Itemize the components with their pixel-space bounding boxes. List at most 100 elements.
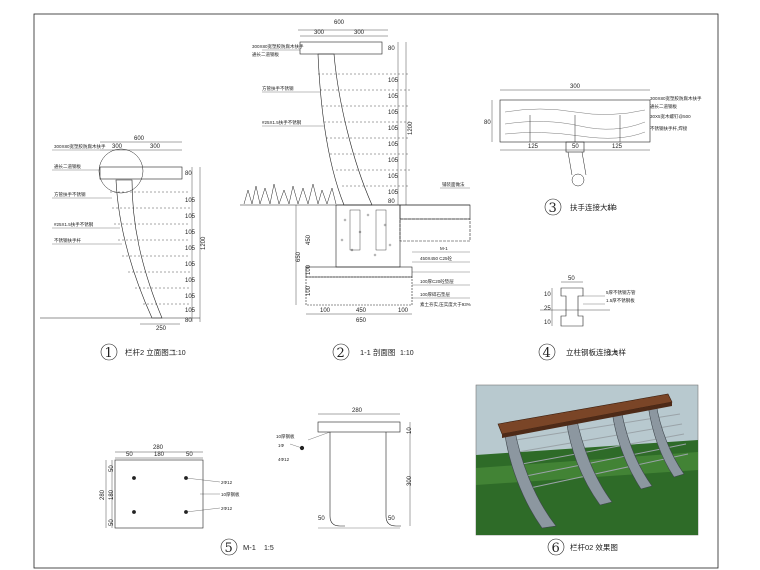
v2-right-dims: 80 105 105 105 105 105 105 105 105 80 12…	[388, 46, 414, 205]
view-title-5: 5 M-1 1:5	[220, 538, 274, 556]
v2-label-5: M-1	[440, 246, 448, 251]
svg-text:105: 105	[185, 246, 196, 252]
v1-label-4: 不锈钢扶手杆	[54, 237, 81, 244]
post-cap	[565, 141, 585, 153]
anchor-bar-right	[385, 432, 401, 527]
anchor-elevation	[289, 413, 411, 529]
svg-text:450: 450	[306, 234, 312, 245]
v3-dim-b2: 125	[612, 144, 623, 150]
v1-dim-half-left: 300	[112, 144, 123, 150]
v5-label-0: 2Φ12	[221, 480, 233, 485]
anchor-dim-r0: 10	[407, 427, 413, 434]
svg-text:3: 3	[549, 201, 557, 216]
v2-dim-height: 1200	[408, 121, 414, 135]
v3-label-1: 通长二道钢板	[650, 103, 677, 110]
v4-label-1: 1.5厚不锈钢板	[606, 297, 635, 304]
v2-dim-right: 300	[354, 30, 365, 36]
v1-dim-half-right: 300	[150, 144, 161, 150]
v3-dim-b0: 125	[528, 144, 539, 150]
c20-layer	[305, 266, 413, 278]
v5-dim-tp0: 50	[126, 452, 133, 458]
anchor-bar-left	[329, 432, 345, 527]
v2-label-1: 通长二道钢板	[252, 51, 279, 58]
svg-text:5: 5	[225, 541, 233, 556]
v3-label-3: 不锈钢扶手杆,焊接	[650, 125, 688, 132]
v2-dim-bottom-1: 450	[356, 308, 367, 314]
anchor-dim-r1: 300	[407, 475, 413, 486]
anchor-dim-top: 280	[352, 408, 363, 414]
svg-text:650: 650	[296, 251, 302, 262]
v5-dim-lp1: 180	[109, 489, 115, 500]
grass-hatch	[240, 183, 337, 206]
v4-dim-top: 50	[568, 276, 575, 282]
view-title-2: 2 1-1 剖面图 1:10	[332, 343, 414, 361]
anchor-label-2: 4Φ12	[278, 457, 290, 462]
v1-label-1: 通长二道钢板	[54, 163, 81, 170]
svg-text:1-1 剖面图: 1-1 剖面图	[360, 347, 395, 357]
v5-dim-top: 280	[153, 445, 164, 451]
embed-plate	[114, 459, 204, 529]
view4-plate-detail	[540, 281, 610, 327]
v5-dim-tp2: 50	[186, 452, 193, 458]
v5-label-1: 10厚钢板	[221, 491, 240, 498]
steel-profile	[560, 287, 584, 327]
v4-dim-l2: 10	[544, 320, 551, 326]
v2-label-9: 素土夯实,压实度大于93%	[420, 301, 471, 308]
svg-text:105: 105	[388, 142, 399, 148]
v2-dim-left: 300	[314, 30, 325, 36]
svg-text:立柱钢板连接大样: 立柱钢板连接大样	[566, 347, 626, 357]
v1-label-3: #25X1.5扶手不锈钢	[54, 221, 94, 228]
post-elevation	[115, 179, 163, 319]
v5-label-2: 2Φ12	[221, 506, 233, 511]
v4-label-0: 5厚不锈钢方管	[606, 289, 636, 296]
svg-text:105: 105	[185, 214, 196, 220]
view3-handrail-detail	[491, 89, 651, 187]
v2-left-dims: 450 650 100 100	[296, 234, 312, 296]
v1-right-dims: 80 105 105 105 105 105 105 105 105 80 12…	[185, 171, 207, 324]
svg-text:105: 105	[185, 198, 196, 204]
view-title-3: 3 扶手连接大样 1:3	[544, 198, 617, 216]
sheet-frame	[33, 13, 719, 569]
anchor-plate	[317, 421, 401, 433]
v5-dim-tp1: 180	[154, 452, 165, 458]
svg-text:6: 6	[552, 541, 560, 556]
svg-text:80: 80	[388, 199, 395, 205]
svg-text:1: 1	[105, 346, 113, 361]
handrail-section	[99, 166, 183, 180]
anchor-label-0: 10厚钢板	[276, 433, 295, 440]
concrete-footing	[335, 204, 401, 268]
v2-dim-bottom-total: 650	[356, 318, 367, 324]
v3-label-0: 300X80宽塑胶防腐木扶手	[650, 95, 702, 102]
svg-text:105: 105	[185, 294, 196, 300]
v3-dim-left: 80	[484, 120, 491, 126]
svg-text:扶手连接大样: 扶手连接大样	[570, 202, 615, 212]
v3-dim-top: 300	[570, 84, 581, 90]
svg-text:80: 80	[185, 318, 192, 324]
svg-text:105: 105	[388, 174, 399, 180]
svg-text:1:10: 1:10	[172, 350, 186, 357]
svg-text:105: 105	[388, 94, 399, 100]
gravel-layer	[305, 276, 413, 306]
paving	[399, 204, 471, 220]
v4-dim-l0: 10	[544, 292, 551, 298]
v2-label-2: 方管扶手不锈钢	[262, 85, 294, 92]
post-section	[317, 53, 373, 206]
v3-dim-b1: 50	[572, 144, 579, 150]
v2-label-6: 450X450 C25砼	[420, 255, 453, 261]
svg-text:100: 100	[306, 264, 312, 275]
svg-text:105: 105	[388, 110, 399, 116]
svg-text:105: 105	[185, 278, 196, 284]
v5-dim-lp2: 50	[109, 519, 115, 526]
view-title-6: 6 栏杆02 效果图	[547, 538, 618, 556]
svg-text:M-1: M-1	[243, 543, 256, 552]
svg-text:1:10: 1:10	[400, 350, 414, 357]
handrail-section-2	[299, 41, 383, 55]
view1-elevation	[40, 141, 201, 325]
v1-label-0: 300X80宽塑胶防腐木扶手	[54, 143, 106, 150]
v2-label-3: #25X1.5扶手不锈钢	[262, 119, 302, 126]
svg-text:2: 2	[337, 346, 345, 361]
view-title-4: 4 立柱钢板连接大样 1:5	[538, 343, 626, 361]
v2-dim-bottom-0: 100	[320, 308, 331, 314]
view2-section	[240, 29, 471, 315]
